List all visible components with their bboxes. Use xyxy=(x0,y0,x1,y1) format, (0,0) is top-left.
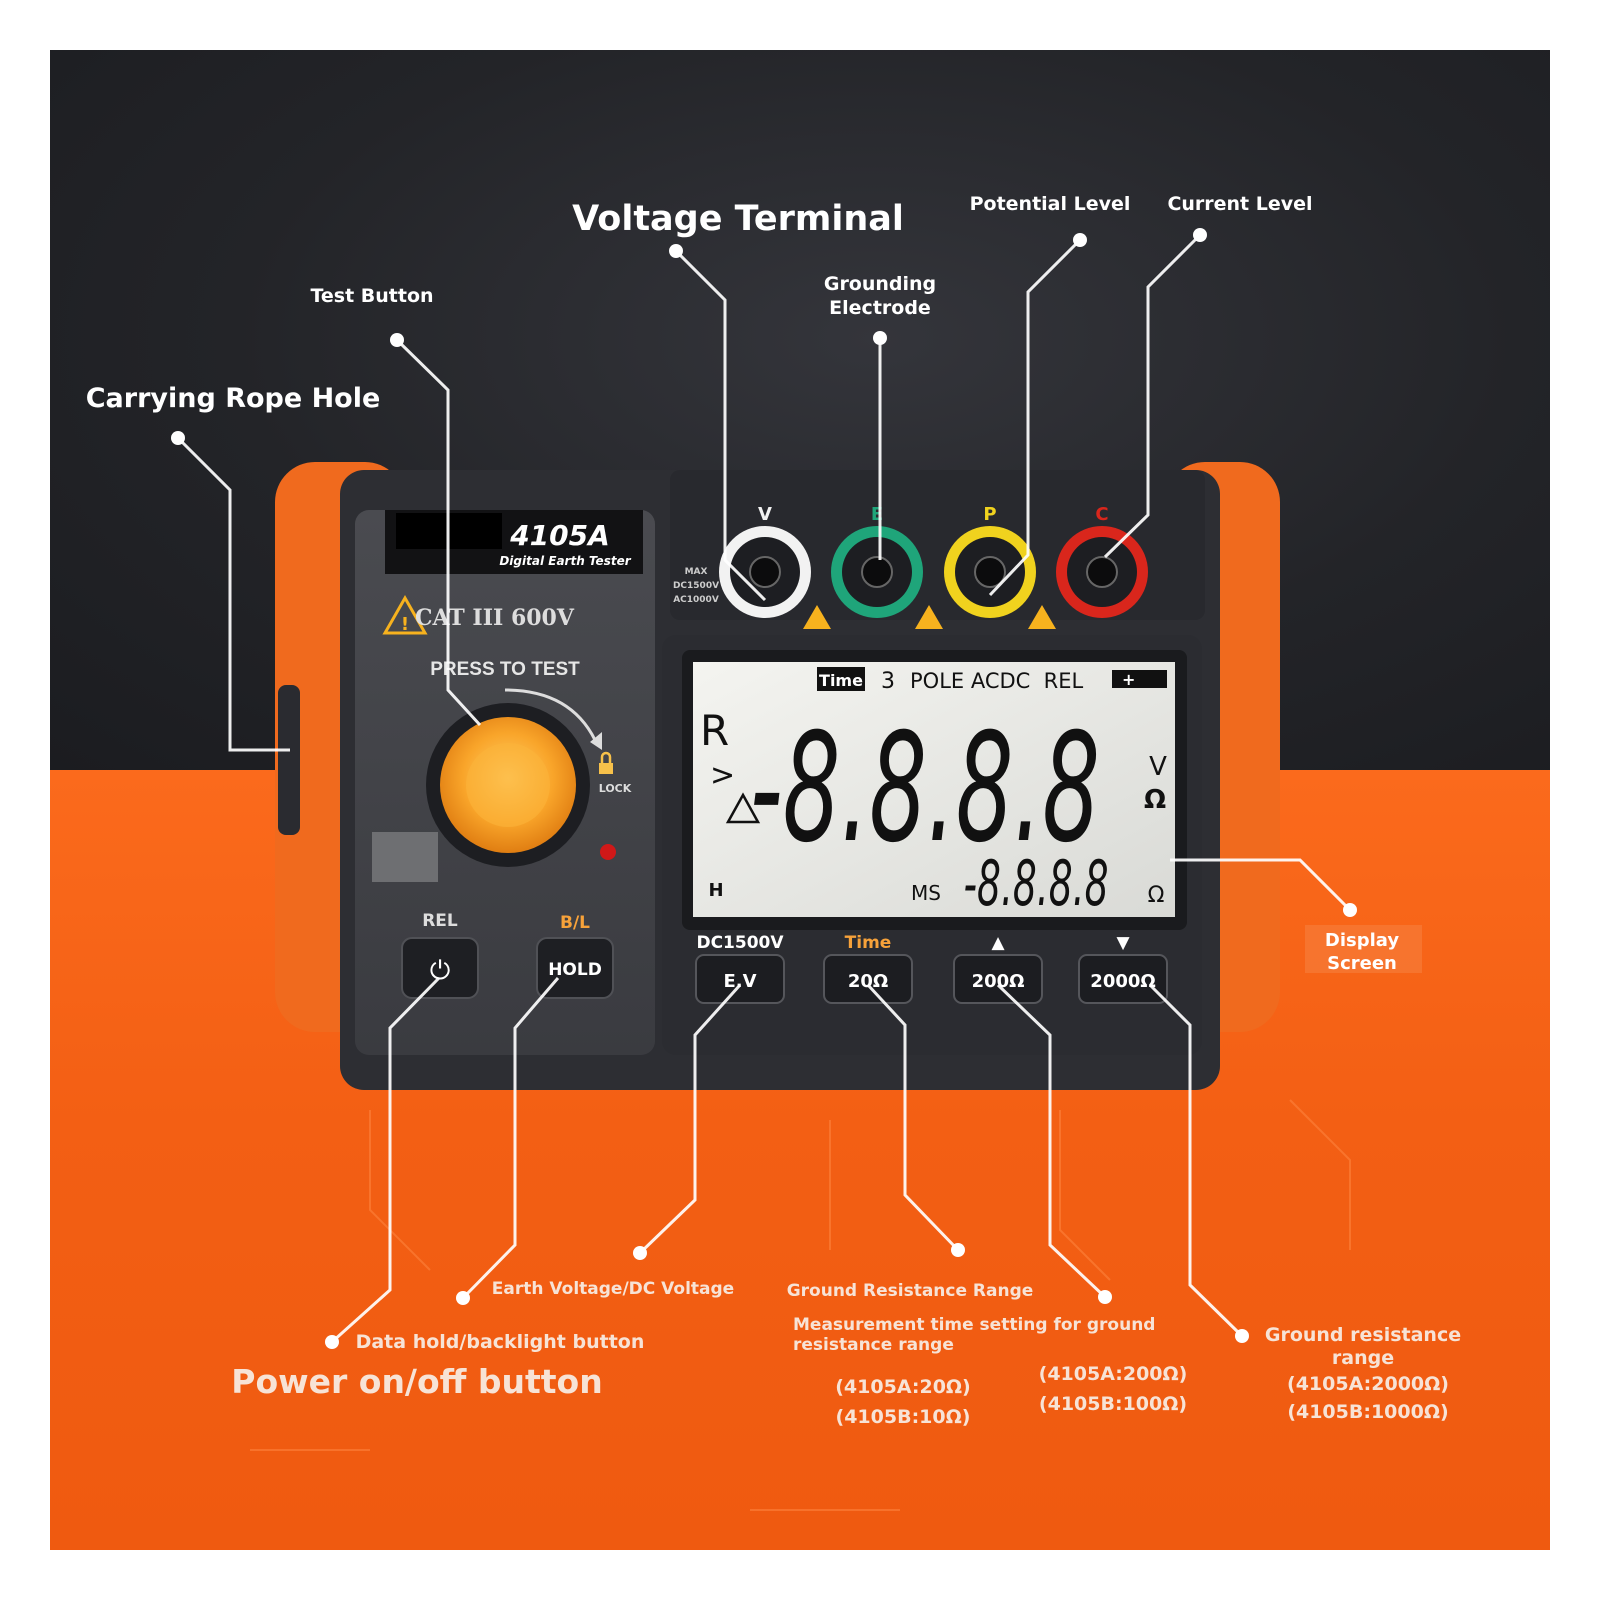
lock-icon xyxy=(599,751,613,774)
leader-lines xyxy=(176,233,1352,1344)
terminal-jack xyxy=(749,556,781,588)
range-key-label: 2000Ω xyxy=(1090,971,1155,992)
battery-icon xyxy=(1112,670,1167,688)
label-earth-voltage: Earth Voltage/DC Voltage xyxy=(492,1279,734,1299)
label-display-screen-1: Display xyxy=(1325,930,1399,951)
terminal-letter: V xyxy=(758,504,772,525)
label-ground-resistance-2: range xyxy=(1332,1347,1394,1369)
label-grounding-electrode-2: Electrode xyxy=(829,297,931,319)
lcd-sub-reading: -8.8.8.8 xyxy=(964,847,1109,920)
range-key-caption: ▲ xyxy=(991,933,1005,953)
terminal-e[interactable]: E xyxy=(831,504,943,629)
leader-dots xyxy=(171,228,1357,1349)
label-test-button: Test Button xyxy=(310,285,433,307)
lcd-main-reading: -8.8.8.8 xyxy=(750,702,1100,876)
terminal-jack xyxy=(861,556,893,588)
label-ground-resistance-1: Ground resistance xyxy=(1265,1324,1461,1346)
range-keys: DC1500V E.V Time 20Ω ▲ 200Ω ▼ 2000Ω xyxy=(695,933,1168,1004)
label-data-hold: Data hold/backlight button xyxy=(356,1331,645,1353)
max-rating-3: AC1000V xyxy=(673,595,719,605)
terminal-jack xyxy=(1086,556,1118,588)
lcd-time: Time xyxy=(819,671,863,690)
product-image: 4105A Digital Earth Tester ! CAT III 600… xyxy=(50,50,1550,1550)
lcd-h: H xyxy=(708,880,723,901)
cat-rating: ! CAT III 600V xyxy=(382,594,575,635)
lcd-sub-unit: Ω xyxy=(1148,883,1165,908)
range-key-button[interactable] xyxy=(953,954,1043,1004)
bl-label: B/L xyxy=(560,913,590,933)
label-range-2000-b: (4105B:1000Ω) xyxy=(1287,1401,1448,1423)
terminal-letter: C xyxy=(1095,504,1108,525)
earth-tester-diagram: 4105A Digital Earth Tester ! CAT III 600… xyxy=(86,193,1461,1511)
label-voltage-terminal: Voltage Terminal xyxy=(572,199,904,239)
rotation-arrow xyxy=(504,688,597,741)
range-key-label: 20Ω xyxy=(848,971,888,992)
warning-triangle-icon xyxy=(382,594,428,635)
lcd-gt: > xyxy=(710,758,735,793)
label-display-screen-2: Screen xyxy=(1327,953,1397,974)
model-badge: 4105A Digital Earth Tester xyxy=(385,510,643,574)
warning-triangle-icon xyxy=(803,605,831,629)
label-grounding-electrode-1: Grounding xyxy=(824,273,936,295)
lock-label: LOCK xyxy=(599,782,632,795)
lcd-unit-ohm: Ω xyxy=(1144,785,1166,815)
circuit-traces xyxy=(250,1099,1351,1511)
lcd-display: Time 3 POLE ACDC REL + R > -8.8.8.8 V Ω … xyxy=(682,650,1187,930)
label-current-level: Current Level xyxy=(1167,193,1312,215)
hold-button-group: B/L HOLD xyxy=(536,913,614,999)
range-key-caption: DC1500V xyxy=(696,933,784,953)
label-power-button: Power on/off button xyxy=(231,1362,602,1401)
model-number: 4105A xyxy=(509,519,610,552)
label-potential-level: Potential Level xyxy=(970,193,1131,215)
power-icon: ⏻ xyxy=(430,956,451,986)
label-range-200-a: (4105A:200Ω) xyxy=(1039,1363,1188,1385)
range-key-caption: ▼ xyxy=(1116,933,1130,953)
terminal-letter: P xyxy=(983,504,996,525)
terminal-jack xyxy=(974,556,1006,588)
press-to-test-label: PRESS TO TEST xyxy=(430,659,580,680)
range-key-button[interactable] xyxy=(823,954,913,1004)
svg-text:+: + xyxy=(1122,670,1135,689)
label-range-20-b: (4105B:10Ω) xyxy=(836,1406,971,1428)
range-key-label: 200Ω xyxy=(972,971,1025,992)
lcd-pole-number: 3 xyxy=(881,669,895,694)
label-measurement-time-1: Measurement time setting for ground xyxy=(793,1315,1155,1335)
rel-label: REL xyxy=(422,911,458,931)
label-carrying-rope-hole: Carrying Rope Hole xyxy=(86,383,381,414)
range-key-button[interactable] xyxy=(1078,954,1168,1004)
max-rating-1: MAX xyxy=(685,567,708,577)
display-screen-label-bg xyxy=(1305,925,1422,973)
carrying-rope-hole xyxy=(278,685,300,835)
lcd-status: POLE ACDC REL xyxy=(910,669,1084,693)
terminal-v[interactable]: V xyxy=(719,504,831,629)
label-range-20-a: (4105A:20Ω) xyxy=(835,1376,971,1398)
range-key-caption: Time xyxy=(845,933,892,953)
terminal-c[interactable]: C xyxy=(1056,504,1148,618)
hold-key-label: HOLD xyxy=(548,960,602,980)
lcd-r: R xyxy=(700,706,729,755)
indicator-led xyxy=(600,844,616,860)
range-key-label: E.V xyxy=(723,971,756,992)
warning-triangle-icon xyxy=(915,605,943,629)
warning-triangle-icon xyxy=(1028,605,1056,629)
lcd-ms: MS xyxy=(911,881,941,905)
rel-power-button-group: REL ⏻ xyxy=(401,911,479,999)
range-key-button[interactable] xyxy=(695,954,785,1004)
cat-label: CAT III 600V xyxy=(415,605,575,631)
lcd-unit-v: V xyxy=(1149,752,1167,782)
redacted-patch xyxy=(372,832,438,882)
label-ground-resistance-range: Ground Resistance Range xyxy=(787,1281,1034,1301)
hold-button[interactable] xyxy=(536,937,614,999)
power-button[interactable] xyxy=(401,937,479,999)
label-range-2000-a: (4105A:2000Ω) xyxy=(1287,1373,1449,1395)
label-measurement-time-2: resistance range xyxy=(793,1335,954,1355)
test-knob[interactable] xyxy=(426,703,590,867)
svg-text:!: ! xyxy=(401,614,409,635)
max-rating-2: DC1500V xyxy=(673,581,719,591)
model-subtitle: Digital Earth Tester xyxy=(499,554,631,568)
terminal-p[interactable]: P xyxy=(944,504,1056,629)
lcd-hazard-icon xyxy=(725,792,761,824)
label-range-200-b: (4105B:100Ω) xyxy=(1039,1393,1187,1415)
